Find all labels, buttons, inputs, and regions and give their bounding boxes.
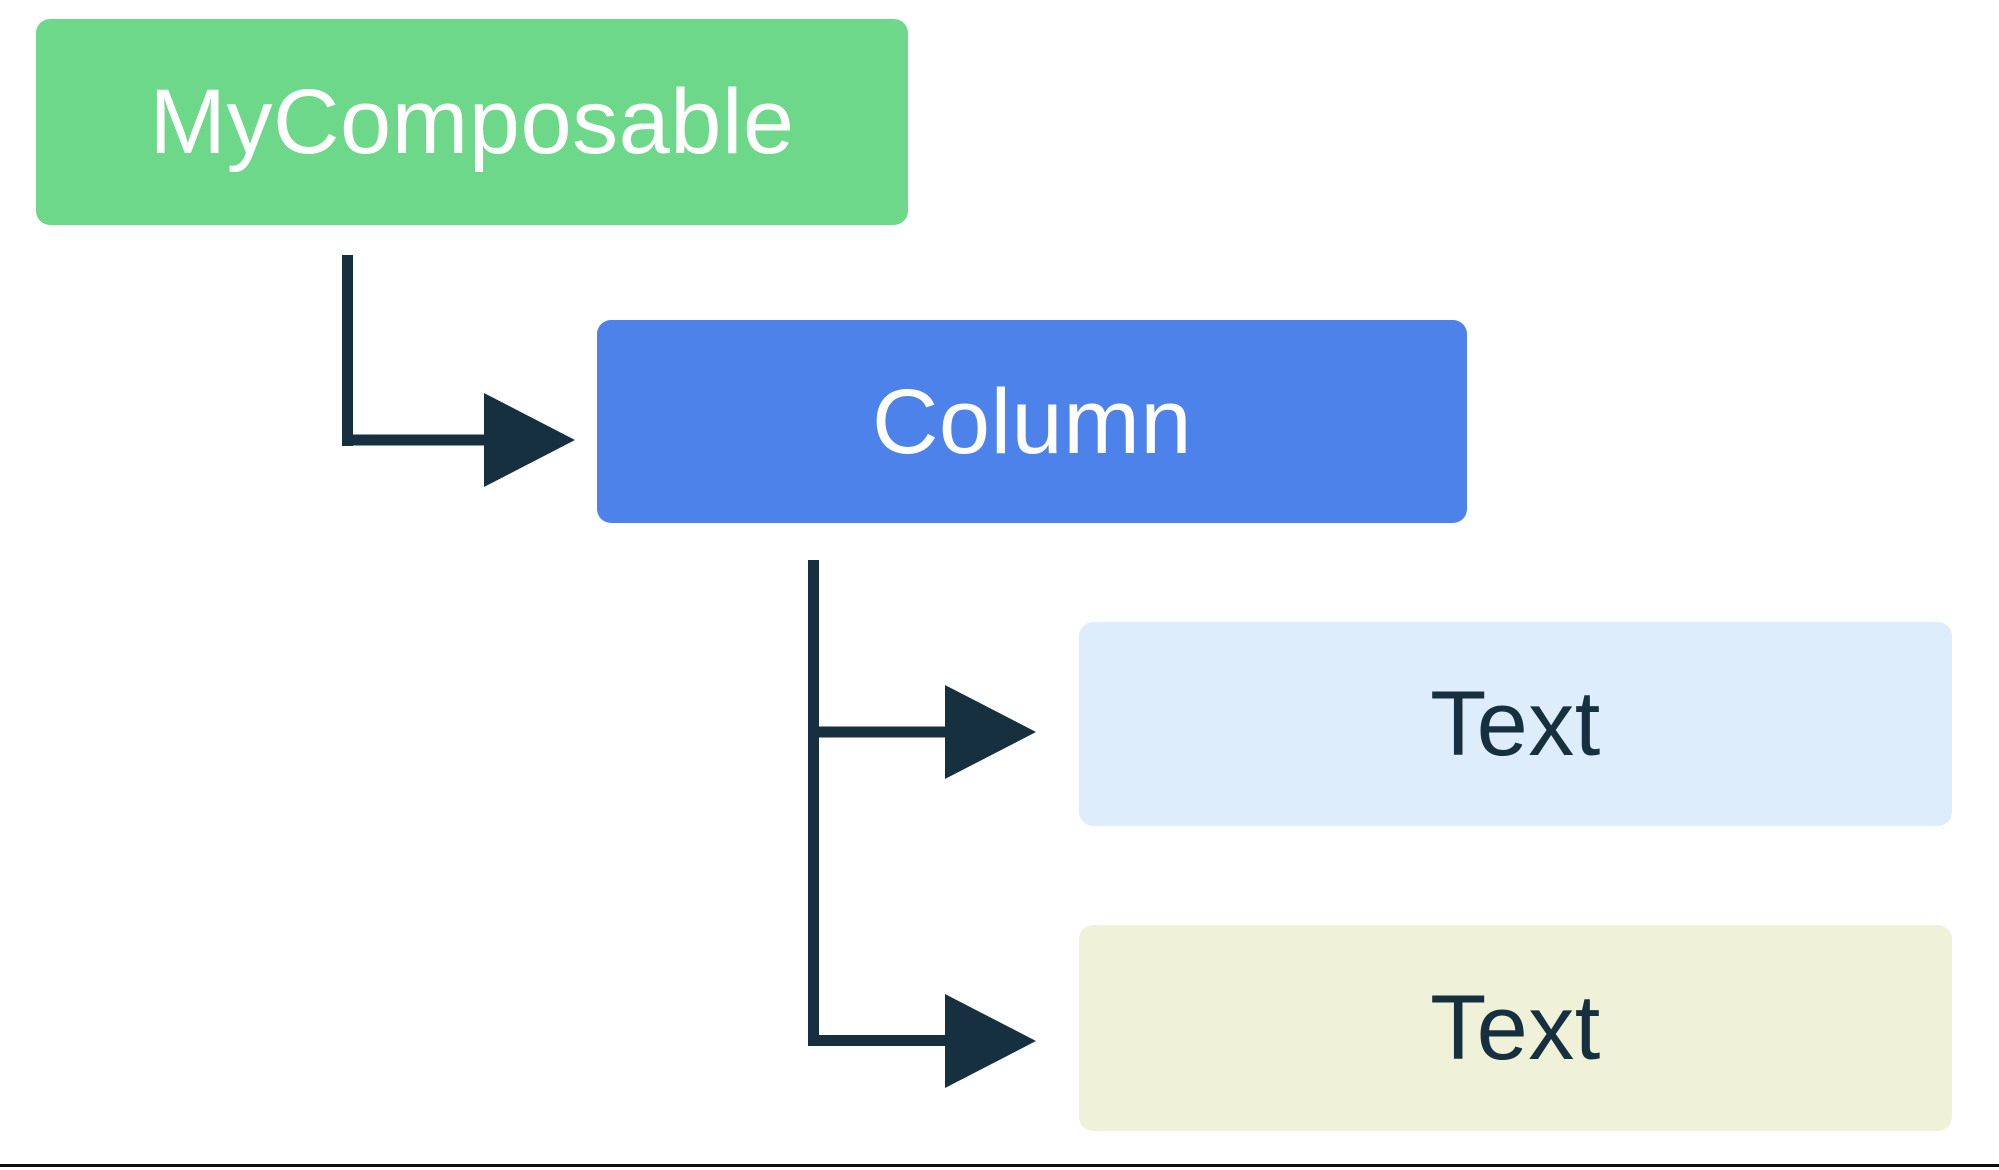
edge-column-to-text-1 [808,560,1036,1046]
bottom-divider [0,1164,1999,1167]
edge-root-to-column [342,255,575,487]
node-text-2-label: Text [1430,977,1601,1079]
arrowhead-icon [945,994,1036,1088]
arrowhead-icon [945,685,1036,779]
node-text-1-label: Text [1430,673,1601,775]
node-column[interactable]: Column [597,320,1467,523]
node-text-2[interactable]: Text [1079,925,1952,1131]
node-mycomposable[interactable]: MyComposable [36,19,908,225]
edge-column-to-text-2 [808,994,1036,1088]
node-column-label: Column [871,370,1192,473]
node-mycomposable-label: MyComposable [149,71,795,173]
node-text-1[interactable]: Text [1079,622,1952,826]
arrowhead-icon [484,393,575,487]
